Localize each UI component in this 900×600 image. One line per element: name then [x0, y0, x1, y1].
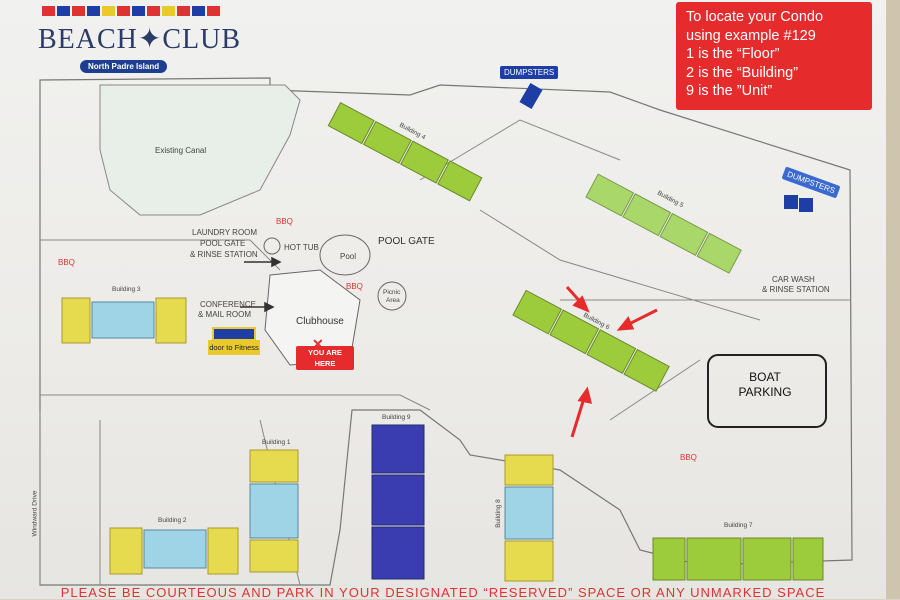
- building-9: [371, 424, 425, 580]
- signal-flag-icon: [72, 6, 85, 16]
- info-line: 9 is the ”Unit”: [686, 83, 773, 99]
- bbq-label: BBQ: [58, 258, 75, 267]
- info-line: To locate your Condo: [686, 9, 824, 25]
- hot-tub-shape: [263, 237, 281, 255]
- condo-locator-info: To locate your Condo using example #129 …: [676, 2, 872, 110]
- building-3-label: Building 3: [112, 286, 141, 293]
- building-8-label: Building 8: [494, 499, 502, 528]
- info-line: 1 is the “Floor”: [686, 46, 780, 62]
- building-2-label: Building 2: [158, 517, 187, 524]
- hot-tub-label: HOT TUB: [284, 243, 319, 252]
- boat-parking-label: BOAT PARKING: [720, 370, 810, 420]
- building-7-label: Building 7: [724, 522, 753, 529]
- bbq-label: BBQ: [276, 217, 293, 226]
- building-8: [504, 454, 554, 582]
- building-4: [327, 102, 483, 202]
- signal-flag-icon: [87, 6, 100, 16]
- signal-flag-icon: [147, 6, 160, 16]
- pool-gate-label: POOL GATE: [378, 236, 435, 247]
- existing-canal-label: Existing Canal: [155, 146, 207, 155]
- property-outline: [39, 77, 853, 586]
- pool-gate-rinse-label: POOL GATE: [200, 239, 246, 248]
- x-mark-icon: ✕: [312, 336, 324, 352]
- info-line: 2 is the “Building”: [686, 64, 799, 81]
- signal-flag-icon: [57, 6, 70, 16]
- dumpster-bins: [519, 82, 813, 212]
- building-5: [585, 173, 742, 274]
- signal-flag-icon: [177, 6, 190, 16]
- you-are-here-line2: HERE: [314, 359, 336, 368]
- building-2: [109, 527, 239, 575]
- signal-flag-icon: [162, 6, 175, 16]
- wood-frame: [886, 0, 900, 599]
- signal-flag-icon: [132, 6, 145, 16]
- signal-flag-icon: [102, 6, 115, 16]
- signal-flag-icon: [117, 6, 130, 16]
- picnic-area-shape: [377, 281, 407, 311]
- dumpsters-top-label: DUMPSTERS: [500, 66, 559, 79]
- building-7: [652, 537, 824, 581]
- laundry-label: LAUNDRY ROOM: [192, 228, 258, 237]
- pool-shape: [319, 234, 371, 276]
- signal-flag-icon: [207, 6, 220, 16]
- pool-label: Pool: [340, 252, 357, 261]
- picnic-area-label: Area: [386, 297, 400, 304]
- bbq-label: BBQ: [346, 282, 363, 291]
- building-9-label: Building 9: [382, 414, 411, 421]
- bbq-label: BBQ: [680, 453, 697, 462]
- signal-flags: [42, 6, 248, 16]
- fitness-door-marker: [212, 327, 256, 341]
- logo-title: BEACH✦CLUB: [38, 24, 242, 55]
- parking-notice: PLEASE BE COURTEOUS AND PARK IN YOUR DES…: [60, 585, 826, 600]
- rinse-station-label: & RINSE STATION: [190, 250, 258, 259]
- boat-parking-outline: [707, 354, 827, 428]
- door-to-fitness-label: door to Fitness: [208, 340, 260, 355]
- beach-club-logo: BEACH✦CLUB North Padre Island: [38, 6, 248, 76]
- building-6: [512, 289, 670, 392]
- clubhouse-label: Clubhouse: [296, 316, 344, 327]
- conference-label: CONFERENCE: [200, 300, 257, 309]
- you-are-here-line1: YOU ARE: [308, 348, 342, 357]
- picnic-label: Picnic: [383, 289, 401, 296]
- info-line: using example #129: [686, 27, 816, 44]
- red-arrows: [565, 285, 658, 438]
- boat-line2: PARKING: [738, 385, 792, 399]
- building-1: [249, 449, 299, 573]
- building-1-label: Building 1: [262, 439, 291, 446]
- building-3: [61, 297, 187, 344]
- you-are-here-marker: YOU ARE HERE: [296, 346, 354, 370]
- windward-drive-label: Windward Drive: [31, 490, 39, 537]
- car-wash-label: CAR WASH: [772, 275, 815, 284]
- logo-subtitle: North Padre Island: [80, 60, 168, 73]
- car-rinse-label: & RINSE STATION: [762, 285, 830, 294]
- boat-line1: BOAT: [749, 370, 781, 384]
- mail-room-label: & MAIL ROOM: [198, 310, 252, 319]
- signal-flag-icon: [192, 6, 205, 16]
- black-arrows: [240, 256, 282, 313]
- canal-area: [99, 84, 301, 216]
- signal-flag-icon: [42, 6, 55, 16]
